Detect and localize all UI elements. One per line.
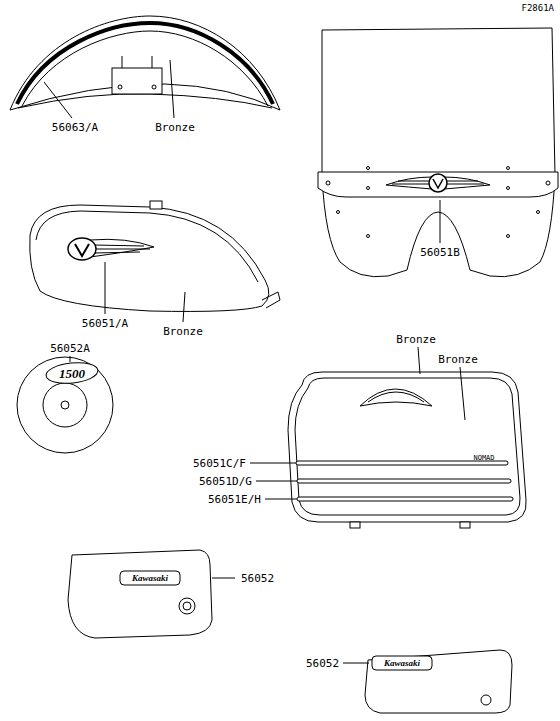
kawasaki-decal xyxy=(372,656,432,670)
windshield xyxy=(318,28,558,277)
front-fender xyxy=(10,16,280,110)
mount-hole xyxy=(507,187,510,190)
figure-number: F2861A xyxy=(520,3,555,14)
leader-line xyxy=(212,578,235,579)
mount-hole xyxy=(507,235,510,238)
saddlebag xyxy=(288,372,526,528)
grommet xyxy=(481,695,491,705)
emblem-wing xyxy=(444,177,490,189)
mount-hole xyxy=(367,167,370,170)
fender-outline xyxy=(10,16,280,110)
lid-handle xyxy=(360,389,432,406)
callout-number: 56052A xyxy=(49,342,91,355)
emblem-stripe xyxy=(94,245,150,253)
emblem-wing xyxy=(386,177,432,189)
round-emblem xyxy=(17,357,113,453)
mount-hole xyxy=(537,211,540,214)
side-cover-outline xyxy=(365,650,512,713)
decal-text: NOMAD xyxy=(472,454,495,462)
mount-hole xyxy=(326,181,330,185)
callout-number: 56051E/H xyxy=(207,493,262,506)
tank-inner-edge xyxy=(36,211,258,282)
emblem-decal xyxy=(386,174,490,192)
leader-lines xyxy=(44,60,465,663)
grommet xyxy=(179,598,195,614)
leader-line xyxy=(418,347,420,374)
fender-stripe-edge xyxy=(22,31,268,106)
leader-line xyxy=(44,82,72,118)
tank-outline xyxy=(30,205,269,311)
tank-tab xyxy=(262,292,280,308)
fender-lower-edge xyxy=(18,94,272,108)
saddlebag-inner xyxy=(295,378,520,515)
windshield-outline xyxy=(322,28,555,277)
leader-line xyxy=(170,60,174,118)
callout-number: 56051/A xyxy=(81,317,129,330)
filler-mount xyxy=(150,201,162,209)
callout-number: Bronze xyxy=(154,121,196,134)
mount-hole xyxy=(337,211,340,214)
mount-foot xyxy=(350,522,360,528)
emblem-oval xyxy=(68,238,96,260)
emblem-center xyxy=(61,401,69,409)
emblem-oval xyxy=(429,174,447,192)
fuel-tank xyxy=(30,201,280,311)
kawasaki-decal xyxy=(120,571,180,585)
callout-number: 56052 xyxy=(240,572,275,585)
lid-handle xyxy=(368,392,424,402)
leader-line xyxy=(265,499,297,500)
emblem-v xyxy=(75,244,89,256)
leader-line xyxy=(460,367,465,420)
callout-number: 56051D/G xyxy=(198,475,253,488)
leader-line xyxy=(343,663,369,664)
emblem-text: 1500 xyxy=(58,367,86,380)
fender-bracket xyxy=(122,56,123,68)
stripe-decal xyxy=(297,479,511,483)
callout-number: Bronze xyxy=(162,325,204,338)
callout-number: Bronze xyxy=(395,333,437,346)
leader-line xyxy=(256,481,297,482)
emblem-decal xyxy=(68,238,154,260)
windshield-bracket xyxy=(318,172,558,197)
leader-line xyxy=(105,262,106,314)
leader-line xyxy=(183,292,185,322)
grommet xyxy=(183,602,191,610)
logo-text: Kawasaki xyxy=(131,573,169,584)
mount-foot xyxy=(460,522,470,528)
bolt-hole xyxy=(152,85,156,89)
1500-decal xyxy=(45,360,99,385)
stripe-decal xyxy=(297,497,513,501)
mount-hole xyxy=(507,167,510,170)
leader-line xyxy=(70,356,71,362)
callout-number: 56051B xyxy=(419,246,461,259)
side-cover-outline xyxy=(68,550,212,638)
callout-number: Bronze xyxy=(437,353,479,366)
mount-hole xyxy=(367,187,370,190)
bolt-hole xyxy=(118,85,122,89)
callout-number: 56051C/F xyxy=(192,457,247,470)
emblem-ring xyxy=(43,383,87,427)
mount-hole xyxy=(367,235,370,238)
fender-bracket xyxy=(152,56,153,68)
fender-bracket xyxy=(112,68,162,94)
callout-number: 56063/A xyxy=(51,121,99,134)
side-cover xyxy=(365,650,512,713)
emblem-disc xyxy=(17,357,113,453)
emblem-v xyxy=(433,179,443,188)
leader-line xyxy=(250,463,296,464)
leader-line xyxy=(440,200,441,243)
logo-text: Kawasaki xyxy=(383,658,421,669)
mount-hole xyxy=(546,181,550,185)
saddlebag-outline xyxy=(288,372,526,522)
callout-number: 56052 xyxy=(305,657,340,670)
side-cover xyxy=(68,550,212,638)
emblem-wing xyxy=(90,239,154,257)
